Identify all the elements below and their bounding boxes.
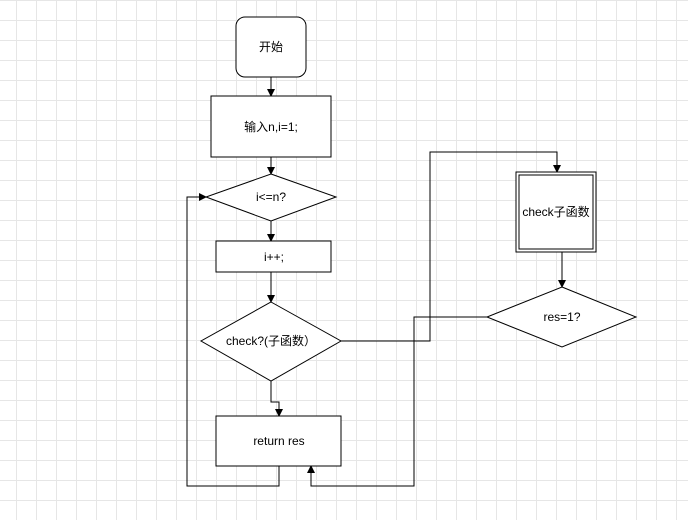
- node-incr-label: i++;: [264, 250, 284, 264]
- edge-res-to-return: [307, 316, 487, 487]
- node-check-call: check?(子函数）: [199, 301, 343, 382]
- edge-return-loop-to-cond: [186, 193, 280, 487]
- node-start: 开始: [235, 16, 307, 78]
- node-return-label: return res: [253, 434, 304, 448]
- node-input: 输入n,i=1;: [210, 95, 332, 158]
- node-cond-i: i<=n?: [204, 173, 338, 222]
- node-start-label: 开始: [259, 40, 283, 54]
- node-sub-label: check子函数: [522, 204, 589, 219]
- node-cond-i-label: i<=n?: [256, 190, 286, 204]
- node-check-call-label: check?(子函数）: [226, 333, 316, 348]
- node-incr: i++;: [215, 240, 332, 273]
- node-res-cond: res=1?: [485, 286, 638, 348]
- node-input-label: 输入n,i=1;: [244, 119, 298, 134]
- node-return: return res: [215, 415, 342, 467]
- edges: [186, 77, 566, 487]
- node-res-cond-label: res=1?: [543, 310, 580, 324]
- node-sub: check子函数: [515, 171, 597, 253]
- edge-check-to-sub: [341, 151, 561, 342]
- edge-check-to-return: [270, 381, 283, 417]
